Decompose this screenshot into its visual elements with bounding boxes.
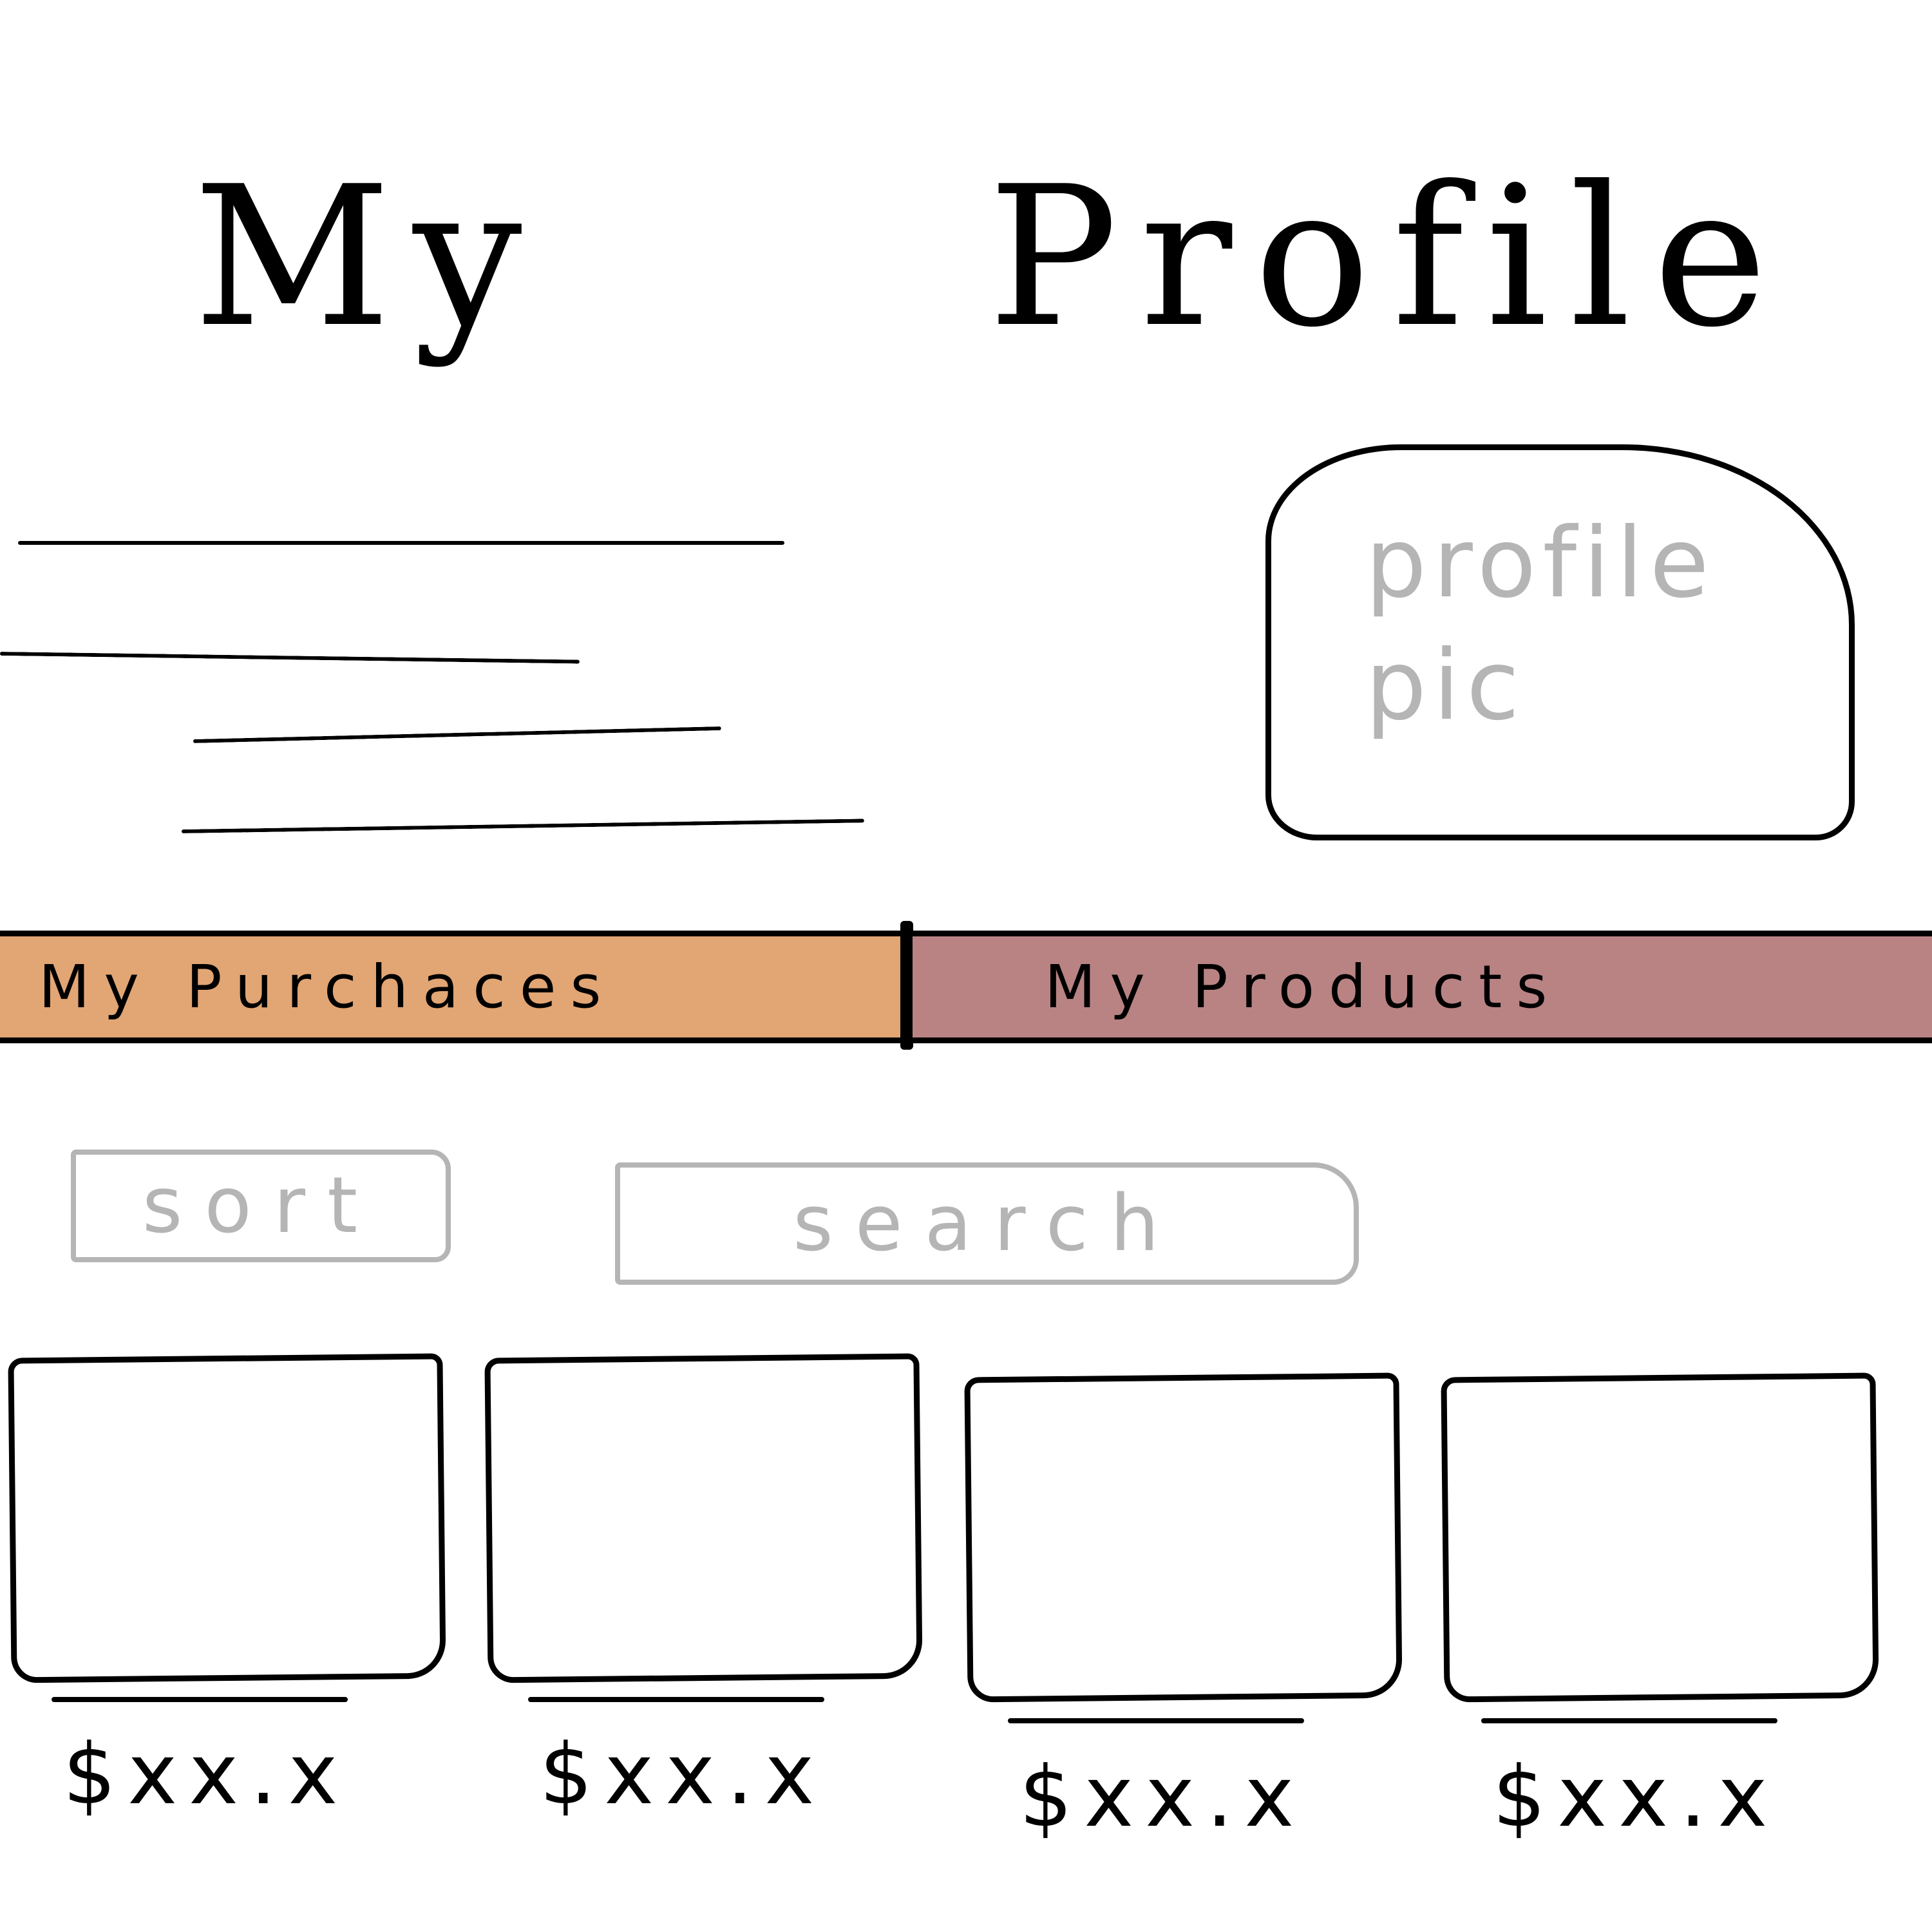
search-input-placeholder: search — [793, 1179, 1181, 1269]
product-price-3: $xx.x — [1019, 1748, 1306, 1846]
tab-my-purchases[interactable]: My Purchaces — [0, 931, 905, 1043]
product-card-3[interactable] — [964, 1372, 1403, 1703]
tab-my-purchases-label: My Purchaces — [39, 952, 616, 1021]
product-card-1[interactable] — [8, 1353, 446, 1683]
profile-picture[interactable] — [1265, 444, 1855, 840]
bio-line — [181, 819, 864, 833]
sort-button[interactable]: sort — [71, 1150, 451, 1262]
sort-button-label: sort — [142, 1161, 380, 1251]
bio-line — [18, 541, 784, 545]
search-input[interactable]: search — [615, 1162, 1359, 1285]
bio-line — [0, 652, 580, 664]
tab-my-products-label: My Products — [1045, 952, 1562, 1021]
bio-line — [193, 726, 721, 743]
price-divider — [528, 1697, 824, 1702]
profile-picture-label: profile pic — [1365, 507, 1716, 742]
product-price-1: $xx.x — [62, 1725, 350, 1823]
tab-my-products[interactable]: My Products — [913, 931, 1932, 1043]
price-divider — [1008, 1718, 1304, 1723]
price-divider — [52, 1697, 348, 1702]
page-title: My Profile — [193, 145, 1790, 370]
product-card-2[interactable] — [484, 1353, 923, 1683]
product-card-4[interactable] — [1441, 1372, 1879, 1703]
product-price-2: $xx.x — [539, 1725, 826, 1823]
tab-divider — [900, 921, 913, 1050]
price-divider — [1481, 1718, 1777, 1723]
product-price-4: $xx.x — [1492, 1748, 1779, 1846]
